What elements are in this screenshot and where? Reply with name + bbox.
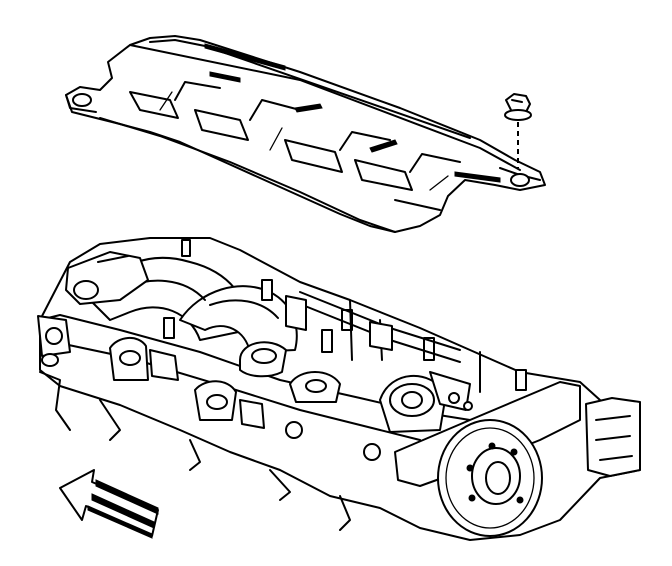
front-direction-arrow-icon — [59, 469, 159, 539]
flange-nut-icon — [504, 93, 532, 168]
engine-block — [37, 237, 641, 541]
intake-manifold-cover — [65, 35, 546, 233]
deck-studs — [163, 239, 527, 391]
flexplate-hub — [437, 419, 543, 537]
